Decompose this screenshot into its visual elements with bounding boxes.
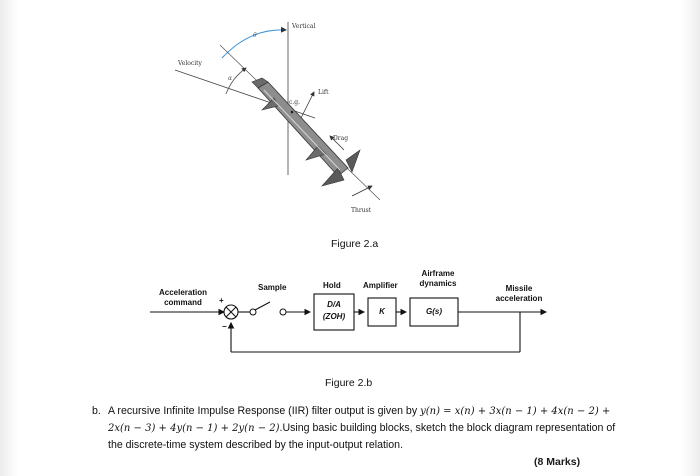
da-zoh-block — [313, 293, 355, 331]
figure-a-caption: Figure 2.a — [331, 238, 379, 250]
alpha-arc — [225, 67, 247, 95]
drag-arrow — [329, 135, 345, 151]
label-cg: c.g. — [289, 99, 301, 106]
summing-junction — [223, 304, 239, 320]
k-block — [367, 297, 397, 327]
thrust-arrow — [351, 185, 373, 197]
hold-label: Hold — [323, 281, 341, 290]
question-text-intro: A recursive Infinite Impulse Response (I… — [108, 405, 418, 417]
plus-sign: + — [219, 296, 224, 305]
question-label: b. — [92, 405, 101, 417]
angle-arc — [221, 26, 287, 59]
sampler-switch — [249, 301, 287, 316]
lift-arrow — [299, 91, 315, 121]
missile-body — [251, 77, 361, 187]
label-vertical: Vertical — [292, 23, 316, 30]
question-equation: y(n) = x(n) + 3x(n − 1) + 4x(n − 2) + 2x… — [108, 406, 611, 434]
g-block — [409, 297, 459, 327]
svg-text:α: α — [228, 75, 232, 82]
label-lift: Lift — [318, 89, 329, 96]
missile-acceleration-label: Missile acceleration — [495, 284, 543, 303]
label-drag: Drag — [333, 135, 349, 142]
acceleration-command-label: Acceleration command — [158, 288, 208, 307]
amplifier-label: Amplifier — [363, 281, 398, 290]
svg-text:θ: θ — [253, 32, 257, 39]
g-text: G(s) — [426, 307, 442, 316]
da-zoh-text: D/A (ZOH) — [322, 300, 346, 321]
minus-sign: − — [222, 322, 227, 331]
question-b: b. A recursive Infinite Impulse Response… — [92, 403, 632, 454]
label-thrust: Thrust — [351, 207, 372, 214]
figure-b-caption: Figure 2.b — [325, 377, 373, 389]
k-text: K — [379, 307, 385, 316]
question-text-instruction: .Using basic building blocks, sketch the… — [108, 422, 616, 451]
cg-point — [290, 110, 294, 114]
airframe-dynamics-label: Airframe dynamics — [419, 269, 457, 288]
sample-label: Sample — [258, 283, 287, 292]
marks-label: (8 Marks) — [534, 456, 581, 468]
label-velocity: Velocity — [178, 60, 202, 67]
